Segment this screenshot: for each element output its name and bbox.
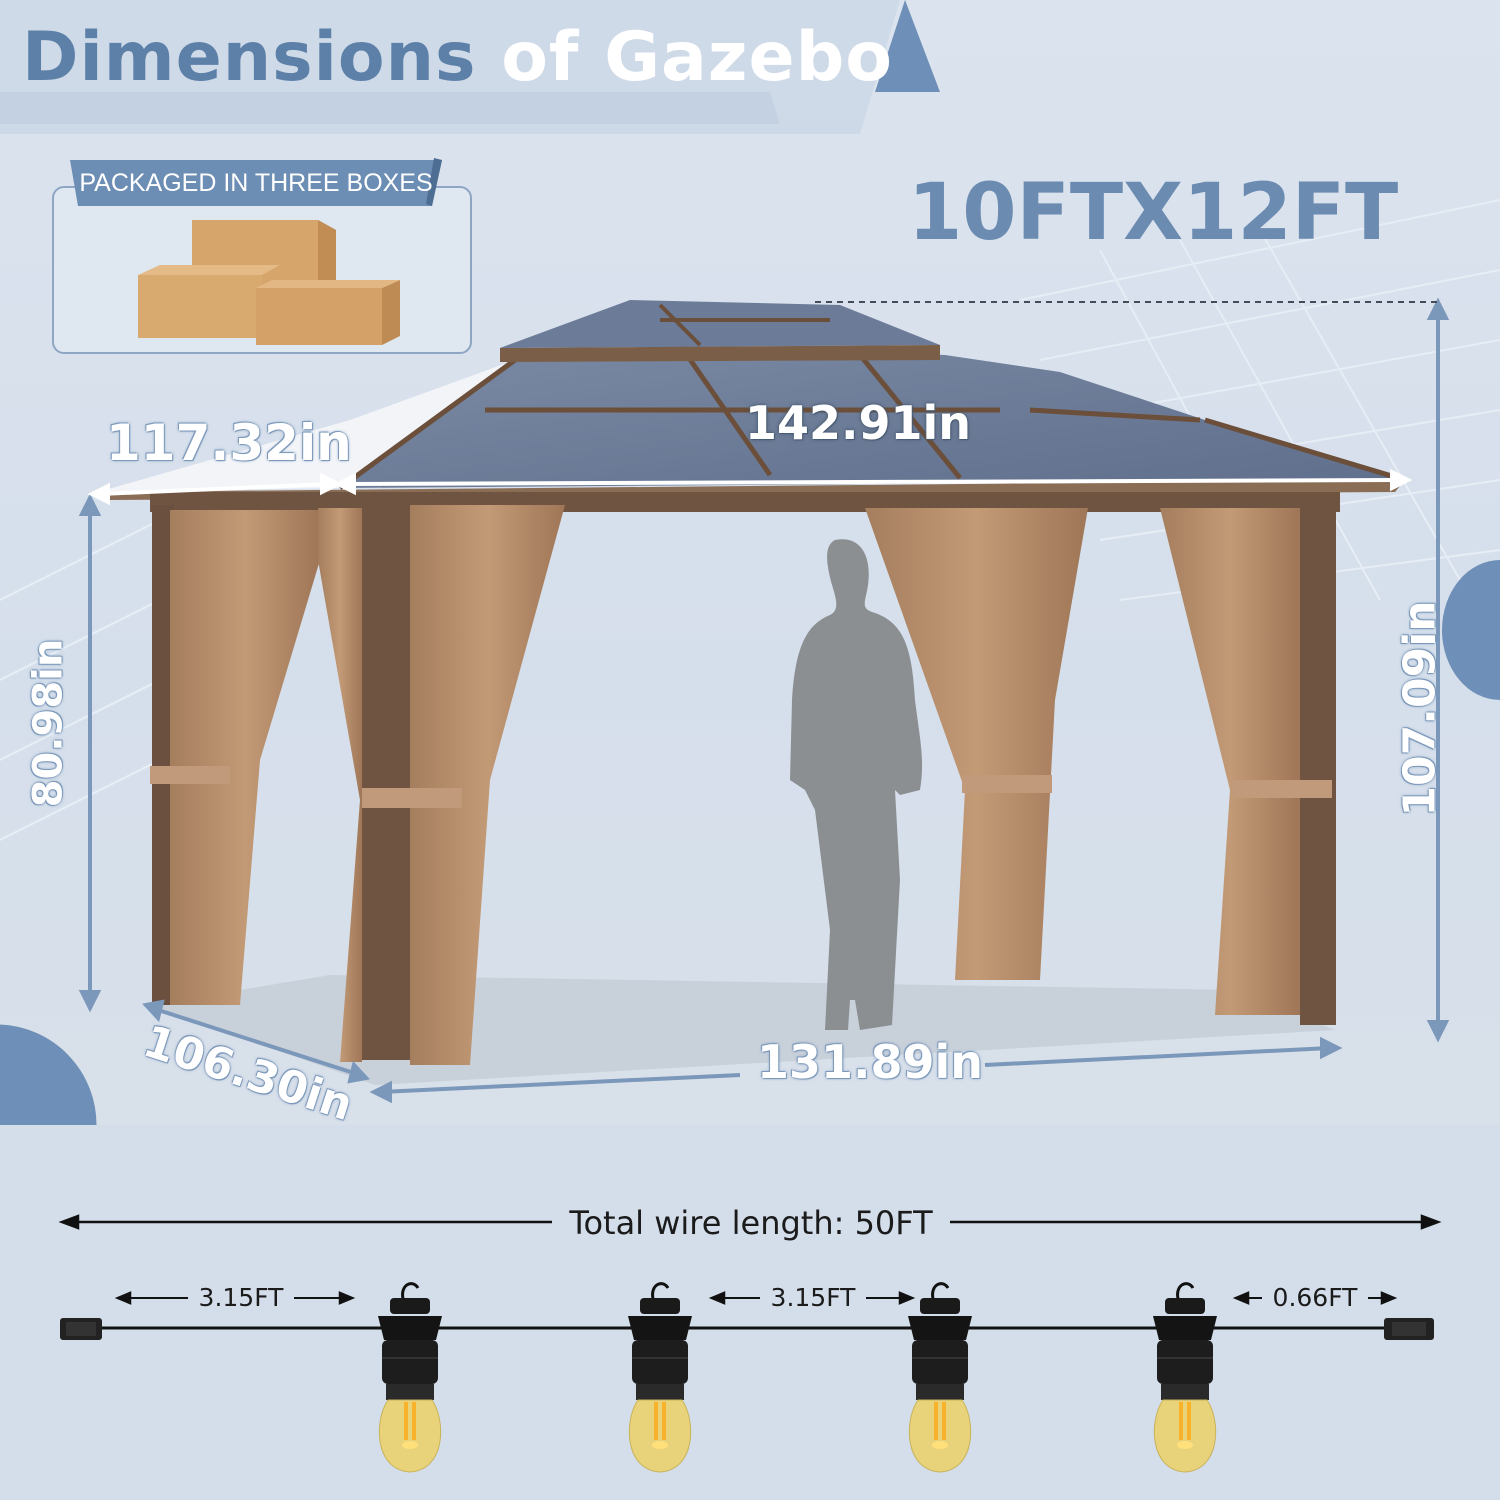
roof-width-label: 142.91in — [745, 396, 972, 450]
roof-top-tier — [500, 300, 940, 348]
curtain-right — [1160, 508, 1300, 1015]
package-label: PACKAGED IN THREE BOXES — [79, 169, 433, 197]
gazebo-size-label: 10FTX12FT — [908, 168, 1399, 258]
curtain-front-left-a — [318, 508, 362, 1062]
roof-main-panel — [340, 345, 1405, 488]
title-word-dimensions: Dimensions — [22, 18, 477, 97]
page-title: Dimensions of Gazebo — [22, 18, 893, 97]
roof-left-panel — [98, 360, 515, 492]
segment-length-2: 3.15FT — [760, 1281, 866, 1315]
title-word-of-gazebo: of Gazebo — [501, 18, 893, 97]
curtain-front-right — [865, 508, 1088, 980]
light-bulb-icon — [908, 1282, 972, 1473]
segment-length-1: 3.15FT — [188, 1281, 294, 1315]
wire-connector-left — [60, 1318, 102, 1340]
light-bulb-icon — [1153, 1282, 1217, 1473]
base-width-label: 131.89in — [757, 1035, 984, 1089]
segment-length-3: 0.66FT — [1262, 1281, 1368, 1315]
total-wire-length: Total wire length: 50FT — [552, 1200, 950, 1246]
post-back-left — [152, 505, 174, 1005]
curtain-back-left — [170, 510, 320, 1005]
gazebo-illustration — [98, 300, 1406, 1065]
dimension-arrows — [78, 297, 1450, 1104]
person-silhouette — [790, 539, 923, 1030]
light-bulb-icon — [628, 1282, 692, 1473]
gazebo-dimensions-panel: Dimensions of Gazebo 10FTX12FT PACKAGED … — [0, 0, 1500, 1125]
curtain-front-left-b — [410, 505, 565, 1065]
roof-depth-label: 117.32in — [106, 414, 352, 472]
package-banner — [70, 158, 442, 206]
wire-connector-right — [1384, 1318, 1434, 1340]
post-front-left — [362, 500, 410, 1060]
light-bulb-icon — [378, 1282, 442, 1473]
post-back-right — [1300, 505, 1336, 1025]
